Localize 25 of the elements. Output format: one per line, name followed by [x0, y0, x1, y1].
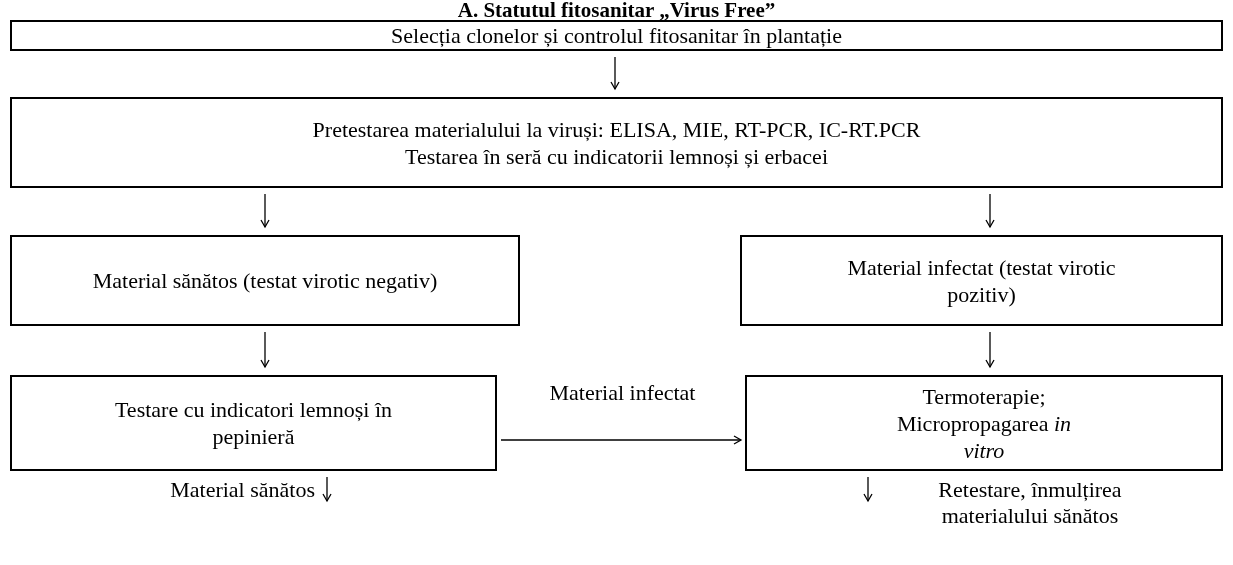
process-box	[10, 375, 497, 471]
box-text: Testare cu indicatori lemnoși în pepinieră	[113, 396, 393, 450]
arrow	[863, 476, 873, 502]
arrow	[500, 435, 742, 445]
box-text: Termoterapie; Micropropagarea in vitro	[895, 382, 1073, 464]
arrow	[260, 331, 270, 368]
process-box	[740, 235, 1223, 326]
diagram-title: A. Statutul fitosanitar „Virus Free”	[456, 0, 777, 20]
edge-label: Material sănătos	[169, 477, 315, 503]
process-box	[10, 20, 1223, 51]
box-text: Pretestarea materialului la viruși: ELISA, MIE, RT-PCR, IC-RT.PCR	[312, 115, 921, 143]
box-text: Testarea în seră cu indicatorii lemnoși și erbacei	[405, 142, 828, 170]
box-text: Material sănătos (testat virotic negativ)	[92, 267, 438, 294]
edge-label: Retestare, înmulțirea materialului sănătos	[937, 477, 1123, 529]
arrow	[322, 476, 332, 502]
arrow	[985, 331, 995, 368]
process-box	[745, 375, 1223, 471]
arrow	[985, 193, 995, 228]
box-text: Material infectat (testat virotic pozitiv)	[846, 253, 1117, 308]
arrow	[610, 56, 620, 90]
arrow	[260, 193, 270, 228]
edge-label: Material infectat	[548, 380, 697, 406]
process-box	[10, 97, 1223, 188]
process-box	[10, 235, 520, 326]
box-text: Selecția clonelor și controlul fitosanitar în plantație	[391, 22, 842, 49]
